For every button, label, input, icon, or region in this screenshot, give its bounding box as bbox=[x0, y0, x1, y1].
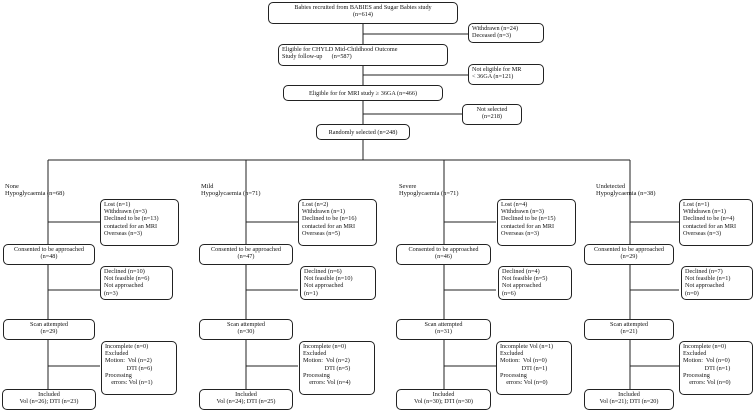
consented-box-undetected: Consented to be approached (n=29) bbox=[584, 244, 674, 265]
scan-box-undetected: Scan attempted (n=21) bbox=[584, 319, 674, 340]
incomplete-box-none: Incomplete (n=0) Excluded Motion: Vol (n… bbox=[101, 341, 177, 395]
lost-box-undetected: Lost (n=1) Withdrawn (n=1) Declined to b… bbox=[679, 199, 753, 246]
randomly-selected-box: Randomly selected (n=248) bbox=[316, 124, 410, 140]
included-box-none: Included Vol (n=26); DTI (n=23) bbox=[2, 389, 96, 410]
scan-box-severe: Scan attempted (n=31) bbox=[396, 319, 491, 340]
lost-box-severe: Lost (n=4) Withdrawn (n=3) Declined to b… bbox=[497, 199, 576, 246]
withdrawn-deceased-box: Withdrawn (n=24) Deceased (n=3) bbox=[468, 23, 544, 43]
not-selected-box: Not selected (n=218) bbox=[462, 104, 522, 125]
included-box-mild: Included Vol (n=24); DTI (n=25) bbox=[199, 389, 293, 410]
incomplete-box-mild: Incomplete (n=0) Excluded Motion: Vol (n… bbox=[299, 341, 375, 395]
recruited-box: Babies recruited from BABIES and Sugar B… bbox=[268, 2, 458, 24]
eligible-chyld-box: Eligible for CHYLD Mid-Childhood Outcome… bbox=[278, 44, 448, 66]
included-box-severe: Included Vol (n=30); DTI (n=30) bbox=[396, 389, 491, 410]
incomplete-box-severe: Incomplete Vol (n=1) Excluded Motion: Vo… bbox=[496, 341, 572, 395]
declined-box-mild: Declined (n=6) Not feasible (n=10) Not a… bbox=[300, 266, 376, 300]
incomplete-box-undetected: Incomplete (n=0) Excluded Motion: Vol (n… bbox=[679, 341, 753, 395]
declined-box-undetected: Declined (n=7) Not feasible (n=1) Not ap… bbox=[681, 266, 753, 300]
lost-box-none: Lost (n=1) Withdrawn (n=3) Declined to b… bbox=[100, 199, 179, 246]
included-box-undetected: Included Vol (n=21); DTI (n=20) bbox=[584, 389, 674, 410]
declined-box-none: Declined (n=10) Not feasible (n=6) Not a… bbox=[100, 266, 173, 300]
declined-box-severe: Declined (n=4) Not feasible (n=5) Not ap… bbox=[498, 266, 572, 300]
consented-box-mild: Consented to be approached (n=47) bbox=[199, 244, 293, 265]
scan-box-none: Scan attempted (n=29) bbox=[3, 319, 95, 340]
eligible-mri-box: Eligible for for MRI study ≥ 36GA (n=466… bbox=[283, 85, 443, 101]
not-eligible-mr-box: Not eligible for MR < 36GA (n=121) bbox=[468, 64, 544, 85]
group-header-mild: Mild Hypoglycaemia (n=71) bbox=[201, 183, 261, 198]
group-header-severe: Severe Hypoglycaemia (n=71) bbox=[399, 183, 459, 198]
lost-box-mild: Lost (n=2) Withdrawn (n=1) Declined to b… bbox=[298, 199, 377, 246]
group-header-none: None Hypoglycaemia (n=68) bbox=[5, 183, 65, 198]
consented-box-none: Consented to be approached (n=48) bbox=[3, 244, 95, 265]
group-header-undetected: Undetected Hypoglycaemia (n=38) bbox=[596, 183, 656, 198]
consented-box-severe: Consented to be approached (n=46) bbox=[396, 244, 491, 265]
scan-box-mild: Scan attempted (n=30) bbox=[199, 319, 293, 340]
